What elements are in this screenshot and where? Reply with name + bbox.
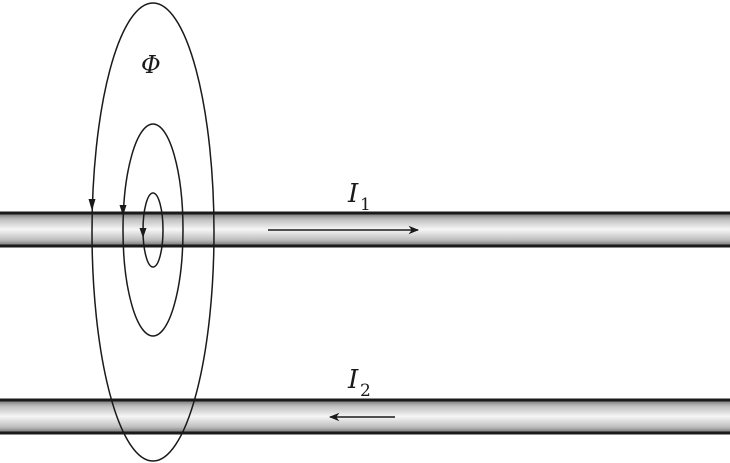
conductor-1 [0,211,730,248]
current-1-symbol: I [347,179,359,209]
flux-arrow-middle-icon [119,205,127,216]
current-1-subscript: 1 [360,195,371,215]
flux-arrow-inner-icon [139,228,147,238]
flux-direction-arrows [88,199,147,238]
flux-arrow-outer-icon [88,199,96,211]
flux-label: Φ [141,51,161,79]
current-2-label: I 2 [347,365,371,401]
current-1-label: I 1 [347,179,371,215]
current-2-subscript: 2 [360,381,371,401]
flux-loop-outer [91,2,215,462]
flux-loop-middle [122,123,184,337]
current-2-symbol: I [347,365,359,395]
